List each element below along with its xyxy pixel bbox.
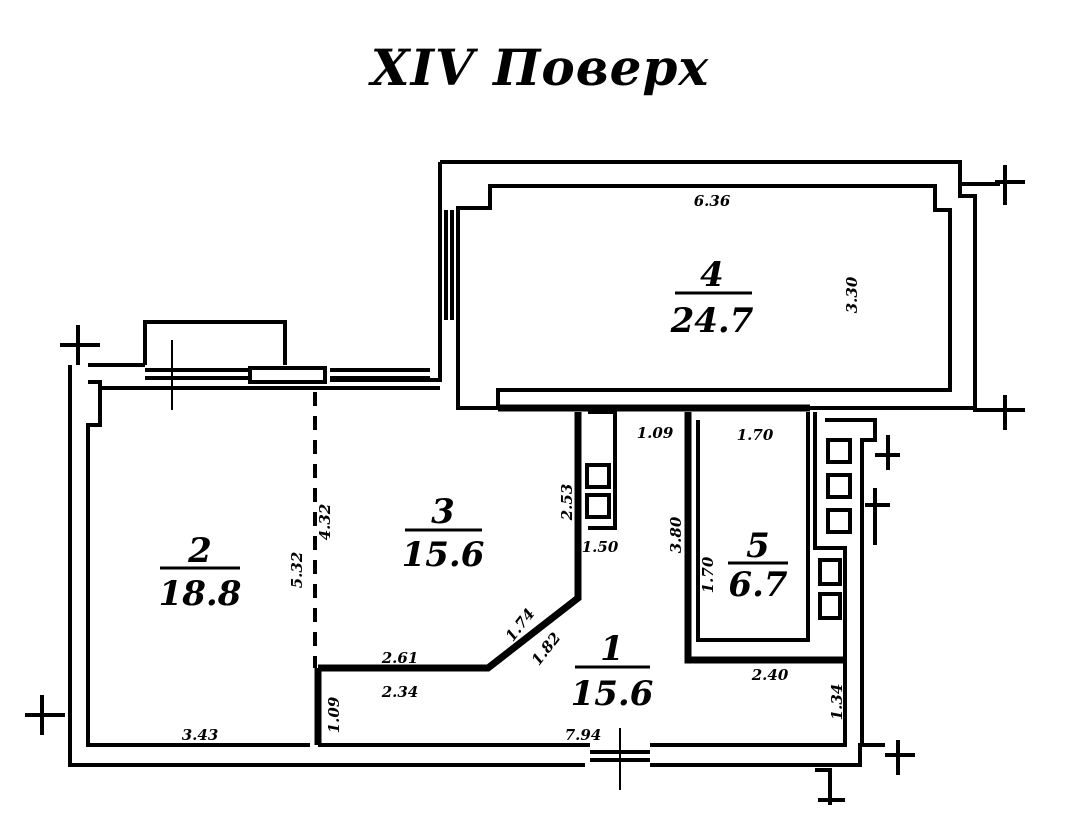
window-left bbox=[145, 368, 250, 380]
dim-1-09-top: 1.09 bbox=[637, 424, 674, 442]
dim-2-40: 2.40 bbox=[751, 666, 789, 684]
dim-2-61: 2.61 bbox=[381, 649, 419, 667]
shaft-cell-1 bbox=[585, 463, 611, 489]
dim-1-09-bottom: 1.09 bbox=[325, 696, 343, 733]
room-2-area: 18.8 bbox=[159, 574, 242, 614]
room-2-number: 2 bbox=[187, 531, 212, 571]
corridor-cell-3 bbox=[826, 508, 852, 534]
dim-1-34: 1.34 bbox=[828, 684, 846, 721]
dim-1-74: 1.74 bbox=[502, 605, 539, 645]
room-4-left-outer bbox=[330, 162, 442, 382]
room-5-right bbox=[813, 412, 847, 660]
room-5-cell-2 bbox=[818, 592, 842, 620]
room-4-outer-wall bbox=[440, 160, 1000, 186]
window-right bbox=[330, 368, 430, 380]
dim-2-53: 2.53 bbox=[558, 484, 576, 522]
room-5-left-inner bbox=[696, 412, 810, 642]
dim-1-50: 1.50 bbox=[582, 538, 619, 556]
dim-1-70: 1.70 bbox=[737, 426, 774, 444]
dim-6-36: 6.36 bbox=[694, 192, 731, 210]
room-5-number: 5 bbox=[746, 526, 770, 566]
room-4-right-outer bbox=[958, 184, 977, 210]
shaft bbox=[588, 410, 617, 530]
room-4-right-wall bbox=[973, 210, 1000, 412]
dim-2-34: 2.34 bbox=[381, 683, 419, 701]
room-5-left-wall bbox=[684, 412, 845, 664]
bottom-inner-wall bbox=[318, 660, 847, 747]
room-1-number: 1 bbox=[600, 629, 624, 669]
room-3-number: 3 bbox=[431, 492, 455, 532]
dim-3-30: 3.30 bbox=[843, 276, 861, 313]
room-2-inner-left bbox=[86, 380, 310, 747]
window-4 bbox=[444, 210, 454, 320]
balcony bbox=[143, 320, 287, 365]
window-frame bbox=[248, 366, 327, 384]
corner-markers bbox=[25, 165, 1025, 805]
floor-title: XIV Поверх bbox=[370, 38, 710, 97]
dim-1-70-vertical: 1.70 bbox=[699, 556, 717, 593]
dim-4-32: 4.32 bbox=[316, 504, 334, 541]
room-5-area: 6.7 bbox=[728, 565, 787, 605]
room-3-bottom-wall bbox=[318, 412, 582, 672]
corridor-right-wall bbox=[825, 418, 877, 745]
room-2-outer-wall bbox=[68, 365, 585, 767]
dim-3-43: 3.43 bbox=[182, 726, 219, 744]
room-1-area: 15.6 bbox=[571, 674, 654, 714]
dim-5-32: 5.32 bbox=[288, 552, 306, 589]
room-3-area: 15.6 bbox=[402, 535, 485, 575]
room-4-number: 4 bbox=[700, 255, 724, 295]
room-5-cell-1 bbox=[818, 558, 842, 586]
dim-3-80: 3.80 bbox=[667, 516, 685, 553]
dim-7-94: 7.94 bbox=[565, 726, 602, 744]
room-4-area: 24.7 bbox=[670, 301, 754, 341]
room-4-inner-wall bbox=[456, 184, 952, 410]
shaft-cell-2 bbox=[585, 493, 611, 519]
outer-bottom-right bbox=[650, 743, 885, 767]
corridor-cell-1 bbox=[826, 438, 852, 464]
corridor-cell-2 bbox=[826, 473, 852, 499]
